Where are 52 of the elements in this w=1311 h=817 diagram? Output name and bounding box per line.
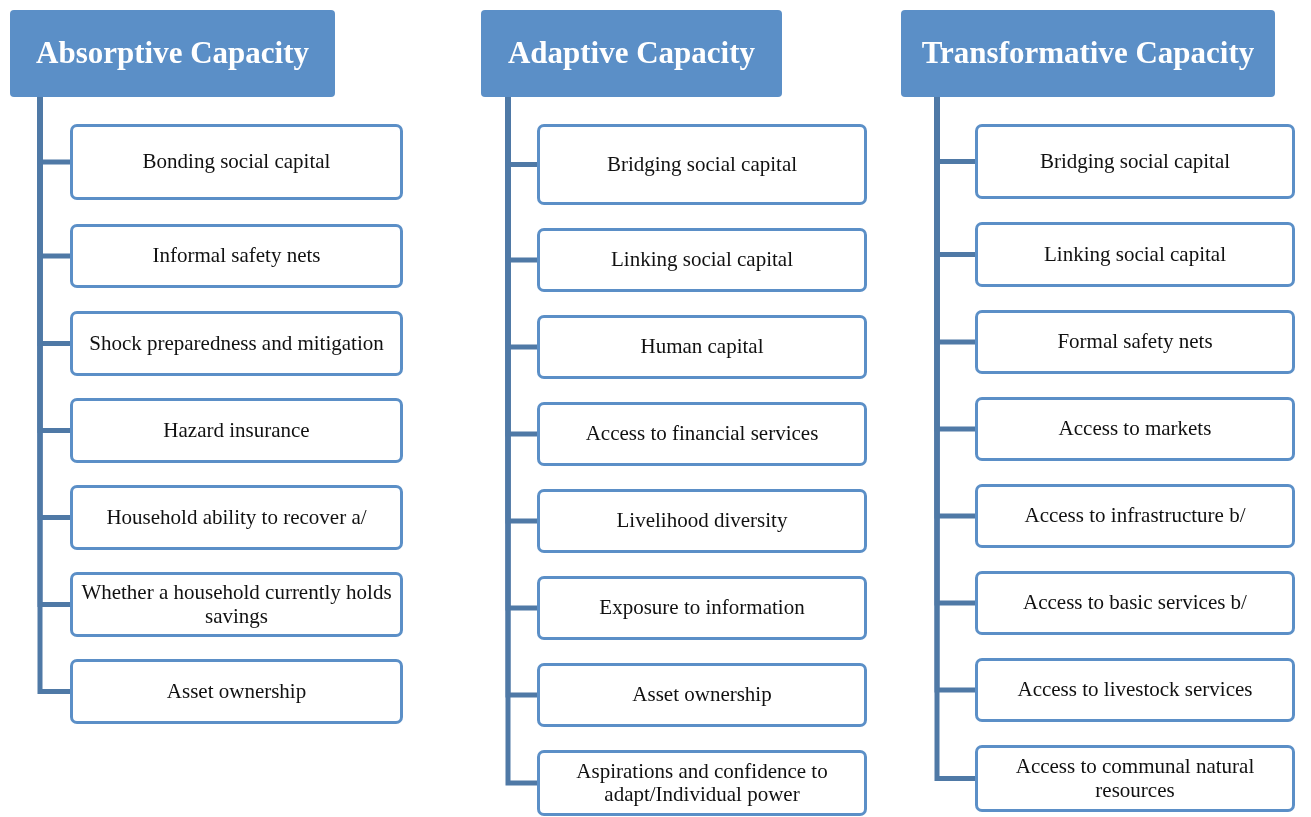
- header-box: [481, 10, 782, 97]
- item-label: Bridging social capital: [1039, 149, 1231, 174]
- item-box: [70, 572, 403, 637]
- item-box: [537, 576, 867, 640]
- item-label: Access to financial services: [585, 422, 819, 446]
- item-label: Asset ownership: [166, 679, 307, 704]
- item-label: Access to basic services b/: [1023, 591, 1247, 615]
- item-box: [537, 402, 867, 466]
- item-box: [70, 659, 403, 724]
- item-box: [537, 750, 867, 816]
- item-label: Exposure to information: [599, 596, 805, 620]
- item-label: Bonding social capital: [142, 150, 331, 174]
- item-box: [537, 489, 867, 553]
- item-label: Access to infrastructure b/: [1024, 504, 1246, 528]
- item-box: [975, 124, 1295, 199]
- item-box: [975, 658, 1295, 722]
- header-box: [10, 10, 335, 97]
- item-label: Hazard insurance: [163, 418, 310, 443]
- item-label: Informal safety nets: [152, 244, 321, 268]
- item-box: [537, 315, 867, 379]
- item-label: Shock preparedness and mitigation: [89, 331, 384, 356]
- item-label: Aspirations and confidence to adapt/Individual power: [575, 759, 829, 807]
- item-label: Access to markets: [1058, 417, 1212, 441]
- item-label: Whether a household currently holds savings: [80, 581, 393, 628]
- item-box: [975, 745, 1295, 812]
- item-label: Linking social capital: [611, 248, 793, 272]
- item-box: [537, 228, 867, 292]
- item-box: [537, 663, 867, 727]
- item-box: [70, 124, 403, 200]
- item-box: [70, 311, 403, 376]
- header-title: Transformative Capacity: [921, 37, 1255, 70]
- item-box: [975, 397, 1295, 461]
- item-label: Human capital: [640, 335, 764, 359]
- item-label: Asset ownership: [632, 683, 772, 707]
- item-box: [975, 222, 1295, 287]
- item-box: [70, 398, 403, 463]
- item-label: Formal safety nets: [1057, 330, 1213, 354]
- item-box: [537, 124, 867, 205]
- item-box: [70, 485, 403, 550]
- item-label: Bridging social capital: [606, 152, 798, 177]
- item-box: [975, 571, 1295, 635]
- item-label: Household ability to recover a/: [106, 505, 367, 530]
- item-box: [70, 224, 403, 288]
- header-title: Absorptive Capacity: [36, 37, 309, 70]
- header-title: Adaptive Capacity: [507, 37, 756, 70]
- item-label: Access to communal natural resources: [1014, 755, 1256, 802]
- item-label: Linking social capital: [1044, 242, 1226, 267]
- item-label: Access to livestock services: [1017, 678, 1253, 702]
- item-box: [975, 310, 1295, 374]
- item-box: [975, 484, 1295, 548]
- item-label: Livelihood diversity: [616, 509, 788, 533]
- header-box: [901, 10, 1275, 97]
